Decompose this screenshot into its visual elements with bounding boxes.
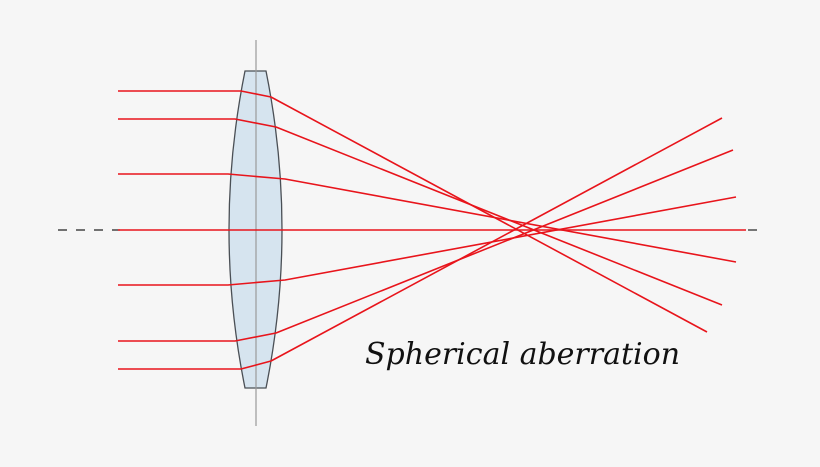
ray-2 xyxy=(118,118,723,306)
ray-1 xyxy=(118,90,708,333)
ray-3 xyxy=(118,173,737,263)
light-rays xyxy=(118,90,746,370)
ray-6 xyxy=(118,149,734,342)
ray-7 xyxy=(118,117,723,370)
diagram-caption: Spherical aberration xyxy=(365,337,681,372)
